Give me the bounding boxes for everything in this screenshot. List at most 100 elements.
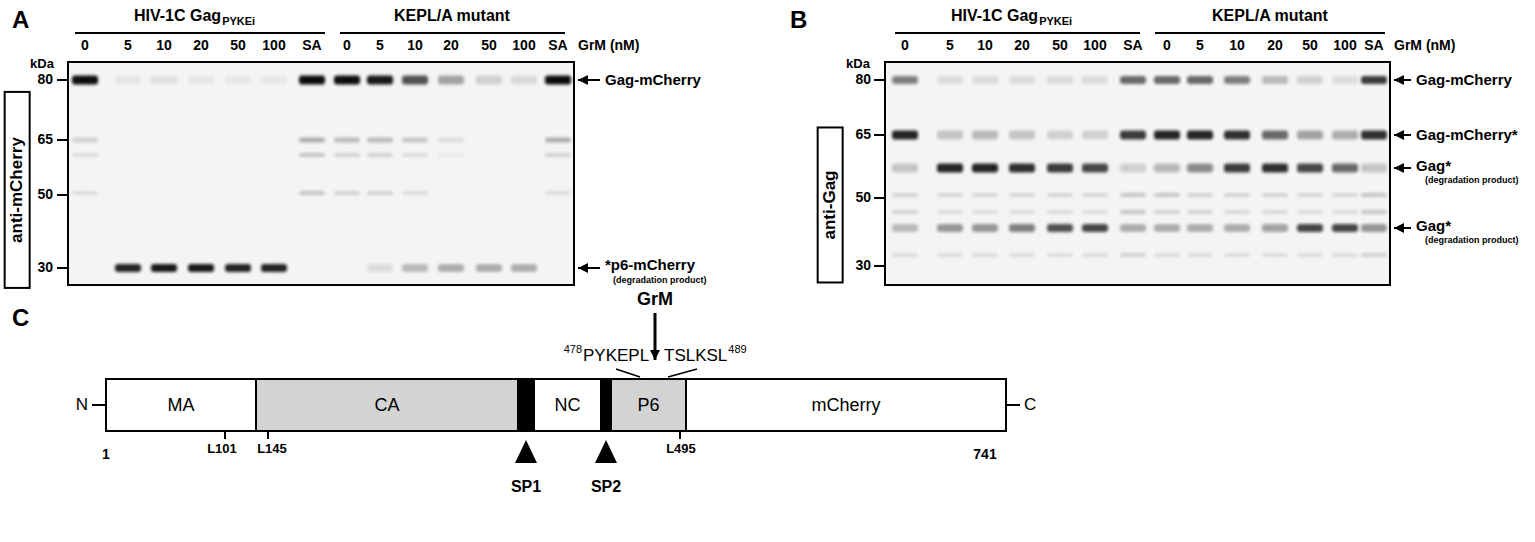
protein-band [1082, 193, 1108, 197]
blot-bands [72, 76, 1387, 273]
construct-name: KEPL/A mutant [394, 7, 510, 25]
band-arrow [1394, 227, 1411, 229]
band-arrow [1394, 167, 1411, 169]
construct-subscript: PYKEi [222, 15, 255, 27]
protein-band [1332, 224, 1358, 232]
sequence: PYKEPL [583, 347, 649, 366]
lane-label: 20 [193, 38, 209, 53]
protein-band [438, 138, 464, 143]
tick [874, 197, 884, 199]
band-arrow [578, 79, 600, 81]
panel-letter: B [790, 7, 807, 33]
cleavage-triangle [595, 440, 617, 463]
protein-band [72, 191, 98, 195]
protein-band [72, 138, 98, 143]
lane-label: 20 [443, 38, 459, 53]
protein-band [151, 264, 177, 272]
band-label: Gag* [1416, 218, 1451, 235]
protein-band [1332, 210, 1358, 214]
lane-label: 50 [230, 38, 246, 53]
protein-band [299, 138, 325, 143]
protein-band [1187, 131, 1213, 140]
sequence: TSLKSL [664, 347, 727, 366]
protein-band [1009, 193, 1035, 197]
lane-label: 10 [1229, 38, 1245, 53]
tick [874, 79, 884, 81]
protein-band [1009, 164, 1035, 173]
protein-band [892, 131, 918, 140]
protein-band [1361, 131, 1387, 140]
protein-band [1297, 253, 1323, 257]
lane-label: 0 [1163, 38, 1171, 53]
domain-box: mCherry [685, 378, 1007, 432]
protein-band [1047, 193, 1073, 197]
group-underline [895, 32, 1140, 34]
protein-band [1154, 193, 1180, 197]
lane-label: SA [302, 38, 321, 53]
construct-subscript: PYKEi [1039, 15, 1072, 27]
protein-band [1332, 164, 1358, 173]
protein-band [402, 76, 428, 85]
lane-label: 5 [946, 38, 954, 53]
protein-band [1332, 131, 1358, 140]
protein-band [937, 253, 963, 257]
lane-label: 50 [1052, 38, 1068, 53]
protein-band [1187, 164, 1213, 173]
protein-band [151, 76, 177, 85]
protein-band [367, 153, 393, 157]
protein-band [1262, 224, 1288, 232]
protein-band [892, 164, 918, 173]
zoom-line [668, 369, 697, 377]
domain-name: MA [168, 395, 195, 416]
protein-band [1187, 210, 1213, 214]
protein-band [1262, 131, 1288, 140]
residue-number: 1 [102, 447, 110, 462]
protease-name: GrM [637, 290, 673, 310]
protein-band [1047, 76, 1073, 84]
protein-band [1120, 224, 1146, 232]
group-underline [340, 32, 565, 34]
protein-band [225, 264, 251, 272]
protein-band [1361, 224, 1387, 232]
protein-band [1361, 210, 1387, 214]
protein-band [972, 164, 998, 173]
protein-band [972, 193, 998, 197]
protein-band [115, 76, 141, 85]
lane-label: 100 [512, 38, 535, 53]
protein-band [72, 76, 98, 85]
lane-label: 20 [1267, 38, 1283, 53]
protein-band [1047, 164, 1073, 173]
lane-label: 0 [343, 38, 351, 53]
protein-band [1009, 131, 1035, 140]
protein-band [1187, 193, 1213, 197]
protein-band [1297, 131, 1323, 140]
protein-band [1082, 224, 1108, 232]
concentration-unit: GrM (nM) [578, 38, 639, 53]
protein-band [1262, 253, 1288, 257]
protein-band [892, 193, 918, 197]
residue-marker: L145 [257, 442, 287, 456]
band-arrows [578, 80, 1411, 268]
protein-band [334, 191, 360, 195]
lane-label: 20 [1014, 38, 1030, 53]
antibody-label: anti-mCherry [4, 91, 31, 289]
protein-band [937, 193, 963, 197]
band-label: *p6-mCherry [605, 257, 695, 274]
construct-name: KEPL/A mutant [1212, 7, 1328, 25]
residue-ticks [225, 432, 680, 439]
protein-band [1297, 210, 1323, 214]
protein-band [334, 153, 360, 157]
cleavage-triangle [515, 440, 537, 463]
band-note: (degradation product) [613, 276, 707, 286]
residue-marker: L495 [666, 442, 696, 456]
terminus-label: N [76, 396, 88, 415]
protein-band [1297, 164, 1323, 173]
construct-name: HIV-1C Gag [951, 7, 1038, 25]
protein-band [261, 76, 287, 85]
lane-label: SA [548, 38, 567, 53]
antibody-label: anti-Gag [817, 127, 844, 284]
protein-band [1120, 76, 1146, 84]
terminus-line [92, 404, 106, 406]
protein-band [1262, 164, 1288, 173]
protein-band [367, 191, 393, 195]
